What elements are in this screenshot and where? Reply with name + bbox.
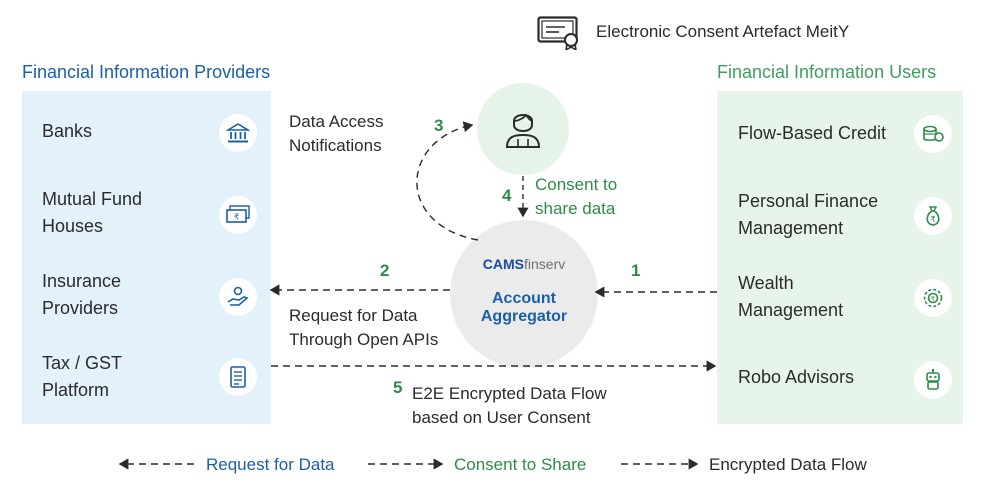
wealth-growth-icon: ₹	[914, 279, 952, 317]
robot-advisor-icon	[914, 361, 952, 399]
person-icon	[505, 113, 541, 148]
svg-text:₹: ₹	[930, 215, 935, 224]
step-2-number: 2	[380, 261, 390, 280]
users-title: Financial Information Users	[717, 62, 937, 82]
insurance-hand-icon	[219, 278, 257, 316]
step-1-number: 1	[631, 261, 641, 280]
legend-encrypted-label: Encrypted Data Flow	[709, 455, 867, 474]
step-4-number: 4	[502, 186, 512, 205]
coin-stack-icon	[914, 115, 952, 153]
account-aggregator-label: Account Aggregator	[480, 290, 568, 325]
encrypted-flow-label: E2E Encrypted Data Flow based on User Co…	[412, 384, 607, 427]
user-label-robo: Robo Advisors	[738, 367, 855, 387]
request-through-apis-label: Request for Data Through Open APIs	[289, 306, 439, 349]
tax-document-icon	[219, 358, 257, 396]
bank-icon	[219, 114, 257, 152]
money-bag-icon: ₹	[914, 197, 952, 235]
currency-notes-icon: ₹	[219, 196, 257, 234]
provider-label-insurance: Insurance Providers	[42, 271, 122, 318]
user-label-wealth: Wealth Management	[738, 273, 844, 320]
arrow-step3	[416, 121, 479, 241]
step-3-number: 3	[434, 116, 444, 135]
user-label-flow-credit: Flow-Based Credit	[738, 123, 887, 143]
step-5-number: 5	[393, 378, 403, 397]
providers-title: Financial Information Providers	[22, 62, 271, 82]
provider-label-tax: Tax / GST Platform	[42, 353, 123, 400]
legend-request-label: Request for Data	[206, 455, 335, 474]
consent-to-share-label: Consent to share data	[535, 175, 618, 218]
svg-text:₹: ₹	[234, 213, 239, 222]
account-aggregator-circle: CAMSfinserv Account Aggregator	[450, 220, 598, 368]
provider-label-banks: Banks	[42, 121, 93, 141]
consent-person-circle	[477, 83, 569, 175]
svg-text:₹: ₹	[931, 295, 935, 303]
header-title: Electronic Consent Artefact MeitY	[596, 22, 850, 41]
provider-label-mutual-fund: Mutual Fund Houses	[42, 189, 143, 236]
user-label-personal-finance: Personal Finance Management	[738, 191, 879, 238]
legend-consent-label: Consent to Share	[454, 455, 587, 474]
data-access-notifications-label: Data Access Notifications	[289, 112, 384, 155]
certificate-icon	[537, 16, 578, 50]
cams-finserv-logo: CAMSfinserv	[482, 256, 566, 272]
